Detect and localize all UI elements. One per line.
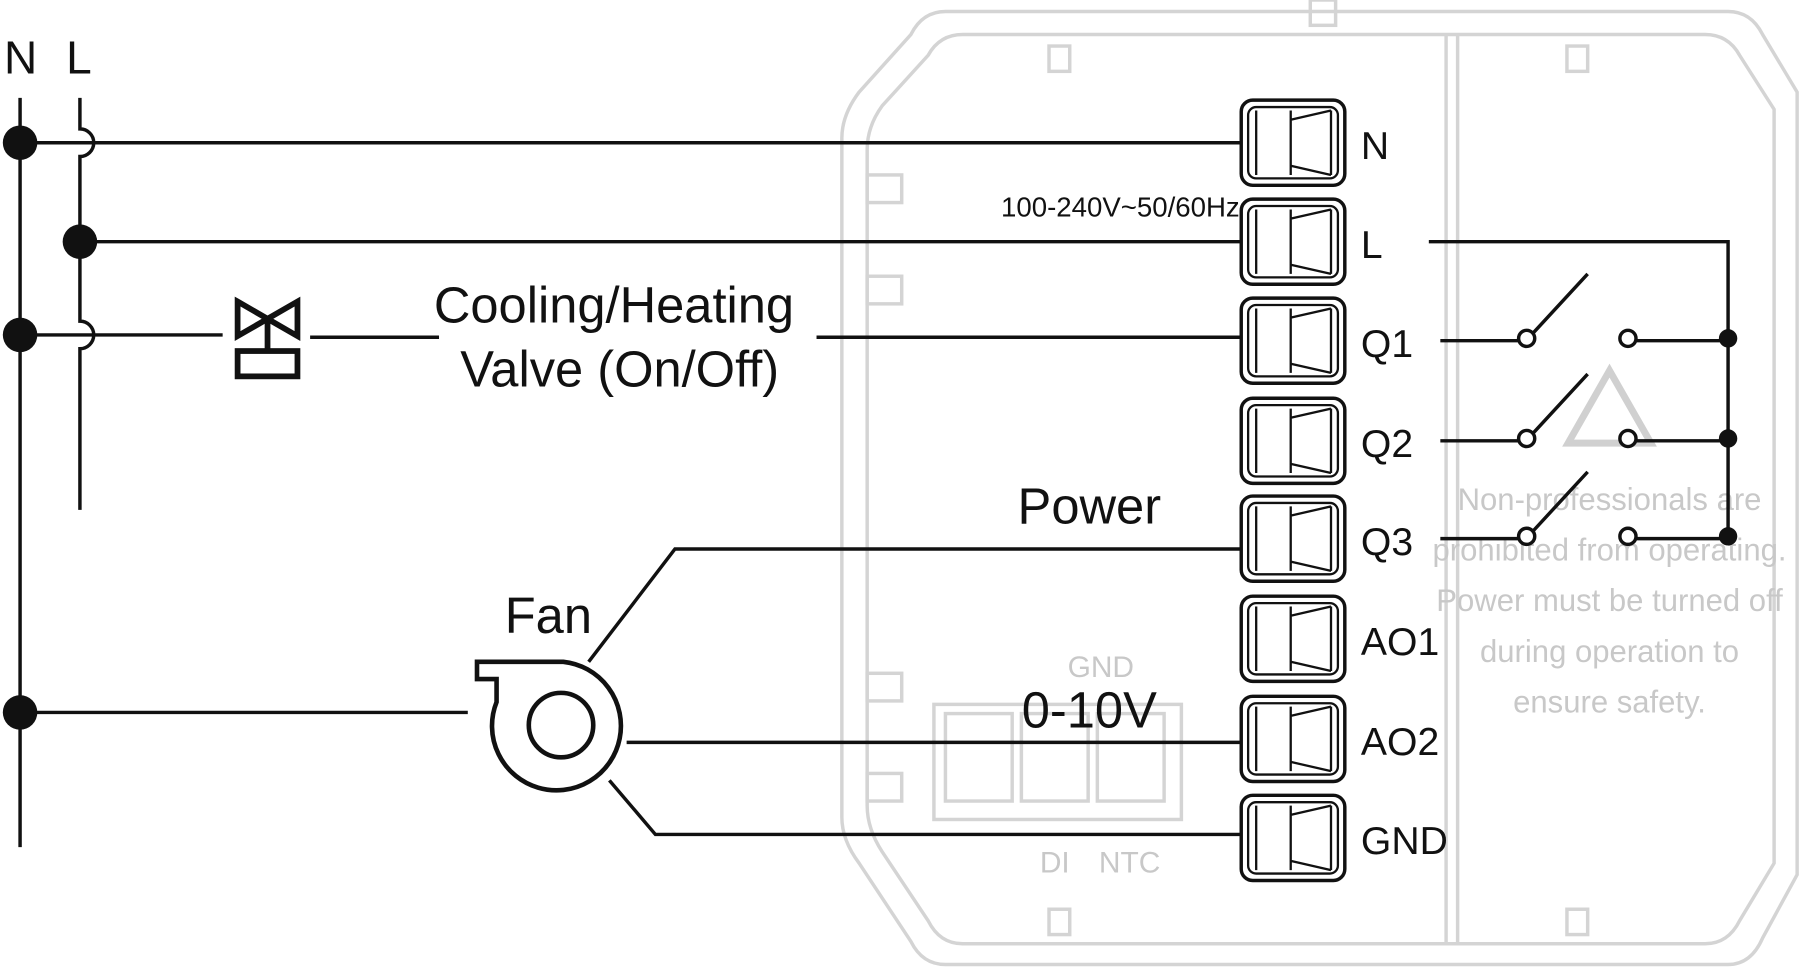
terminal-label: Q1 xyxy=(1361,323,1413,366)
wire-valve xyxy=(20,333,1243,339)
terminal-label: N xyxy=(1361,125,1389,168)
fan-icon xyxy=(474,659,624,793)
fan-label: Fan xyxy=(505,587,592,644)
terminal-l: L xyxy=(1239,197,1383,287)
terminal-label: Q3 xyxy=(1361,521,1413,564)
device-outline: GND DI NTC xyxy=(840,0,1799,967)
svg-text:Non-professionals are: Non-professionals are xyxy=(1458,482,1762,517)
gnd-mark: GND xyxy=(1068,651,1134,684)
relay-q2 xyxy=(1440,372,1738,449)
warning-notice: Non-professionals are prohibited from op… xyxy=(1433,363,1787,719)
wire-fan-power xyxy=(587,547,1243,663)
valve-label-2: Valve (On/Off) xyxy=(460,341,779,398)
live-label: L xyxy=(66,32,92,84)
terminal-n: N xyxy=(1239,98,1389,188)
live-bus xyxy=(78,97,96,510)
relay-q3 xyxy=(1440,470,1738,547)
junction-dots xyxy=(2,125,98,730)
neutral-label: N xyxy=(4,32,37,84)
warning-icon xyxy=(1562,363,1657,447)
di-mark: DI xyxy=(1040,846,1070,879)
terminal-label: L xyxy=(1361,224,1383,267)
terminal-q2: Q2 xyxy=(1239,396,1413,486)
terminal-ao1: AO1 xyxy=(1239,594,1439,684)
relay-q1 xyxy=(1440,272,1738,349)
valve-label-1: Cooling/Heating xyxy=(434,276,794,333)
svg-text:ensure safety.: ensure safety. xyxy=(1513,684,1706,719)
terminal-q3: Q3 xyxy=(1239,494,1413,583)
svg-text:Power must be turned off: Power must be turned off xyxy=(1436,583,1783,618)
terminal-gnd: GND xyxy=(1239,793,1448,883)
terminal-q1: Q1 xyxy=(1239,296,1413,385)
terminal-label: Q2 xyxy=(1361,423,1413,466)
ntc-mark: NTC xyxy=(1099,846,1160,879)
wire-fan-gnd xyxy=(608,779,1243,837)
terminal-label: AO1 xyxy=(1361,621,1439,664)
analog-label: 0-10V xyxy=(1022,681,1157,738)
supply-rating: 100-240V~50/60Hz xyxy=(1001,191,1240,222)
valve-icon xyxy=(234,296,301,380)
terminal-label: AO2 xyxy=(1361,721,1439,764)
power-label: Power xyxy=(1018,478,1162,535)
terminal-ao2: AO2 xyxy=(1239,694,1439,784)
terminal-label: GND xyxy=(1361,820,1448,863)
relay-switches xyxy=(1440,272,1738,547)
svg-text:during operation to: during operation to xyxy=(1480,634,1739,669)
